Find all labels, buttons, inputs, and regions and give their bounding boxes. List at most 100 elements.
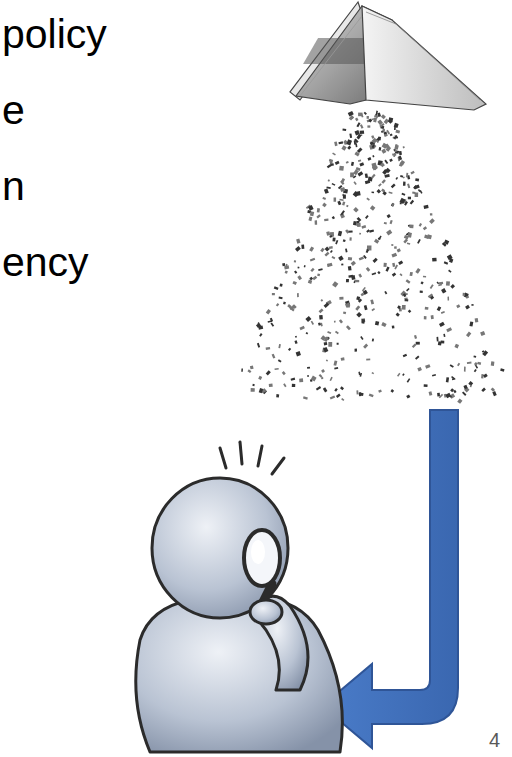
letter-speck (457, 399, 462, 404)
letter-speck (349, 237, 351, 241)
letter-speck (324, 342, 328, 345)
letter-speck (247, 369, 251, 373)
letter-speck (357, 171, 363, 176)
letter-speck (397, 305, 401, 309)
letter-speck (338, 231, 342, 237)
letter-speck (445, 393, 451, 398)
letter-speck (342, 201, 345, 205)
letter-speck (294, 270, 297, 273)
letter-speck (294, 260, 296, 262)
book-page-right (362, 6, 486, 110)
letter-speck (358, 159, 361, 162)
letter-speck (469, 322, 473, 327)
letter-speck (276, 303, 279, 306)
letter-speck (308, 217, 312, 222)
letter-speck (398, 156, 402, 161)
letter-speck (449, 393, 455, 398)
letter-speck (341, 357, 345, 360)
letter-speck (367, 125, 370, 127)
letter-speck (414, 335, 417, 339)
letter-speck (276, 394, 279, 397)
letter-speck (372, 339, 374, 342)
letter-speck (341, 145, 346, 150)
bullet-text: policy (2, 14, 107, 55)
letter-speck (341, 398, 344, 401)
letter-speck (310, 268, 314, 272)
letter-speck (470, 385, 472, 388)
letter-speck (346, 139, 352, 145)
letter-speck (361, 225, 366, 229)
letter-speck (340, 210, 344, 215)
letter-speck (378, 390, 382, 393)
letter-speck (282, 263, 285, 266)
letter-speck (297, 267, 299, 269)
letter-speck (473, 356, 476, 358)
letter-speck (463, 385, 467, 389)
letter-speck (401, 193, 405, 196)
letter-speck (270, 318, 273, 322)
letter-speck (378, 147, 381, 151)
letter-speck (348, 275, 353, 278)
letter-speck (451, 376, 455, 379)
letter-speck (332, 281, 338, 287)
letter-speck (301, 245, 304, 250)
letter-speck (482, 350, 484, 352)
letter-speck (321, 369, 325, 373)
letter-speck (424, 384, 428, 387)
letter-speck (336, 394, 341, 398)
letter-speck (365, 215, 369, 219)
letter-speck (359, 162, 364, 166)
letter-speck (369, 393, 374, 397)
person-with-magnifier (136, 442, 343, 752)
letter-speck (306, 332, 309, 335)
letter-speck (353, 221, 357, 225)
letter-speck (274, 286, 279, 290)
letter-speck (351, 261, 356, 266)
letter-speck (439, 394, 443, 398)
letter-speck (380, 162, 385, 167)
letter-speck (347, 305, 350, 308)
letter-speck (483, 373, 488, 378)
letter-speck (446, 327, 452, 332)
letter-speck (348, 257, 352, 261)
letter-speck (327, 263, 332, 267)
letter-speck (438, 284, 442, 287)
letter-speck (412, 191, 415, 194)
letter-speck (417, 367, 422, 372)
letter-speck (345, 229, 349, 234)
bullet-text: e (2, 90, 25, 131)
letter-speck (404, 201, 408, 206)
letter-speck (372, 145, 375, 149)
letter-speck (320, 248, 324, 253)
letter-speck (402, 305, 406, 310)
letter-speck (365, 180, 371, 184)
letter-speck (372, 165, 378, 171)
letter-speck (316, 214, 320, 218)
letter-speck (415, 356, 419, 360)
letter-speck (366, 198, 369, 201)
letter-speck (425, 307, 429, 310)
letter-speck (369, 229, 374, 232)
person-head (152, 478, 288, 618)
letter-speck (438, 341, 442, 345)
letter-speck (415, 268, 420, 274)
letter-speck (384, 160, 388, 164)
letter-speck (252, 384, 254, 386)
letter-speck (334, 367, 338, 370)
letter-speck (462, 293, 465, 296)
letter-speck (391, 244, 393, 246)
bullet-text: ency (2, 242, 89, 283)
letter-speck (431, 315, 434, 319)
letter-speck (500, 368, 504, 371)
letter-speck (362, 287, 366, 292)
letter-speck (371, 135, 374, 139)
letter-speck (384, 222, 387, 225)
letter-speck (326, 231, 330, 236)
letter-speck (396, 313, 400, 317)
letter-speck (309, 277, 313, 281)
letter-speck (416, 342, 420, 345)
person-body (136, 598, 343, 752)
letter-speck (332, 152, 336, 155)
letter-speck (404, 298, 408, 302)
